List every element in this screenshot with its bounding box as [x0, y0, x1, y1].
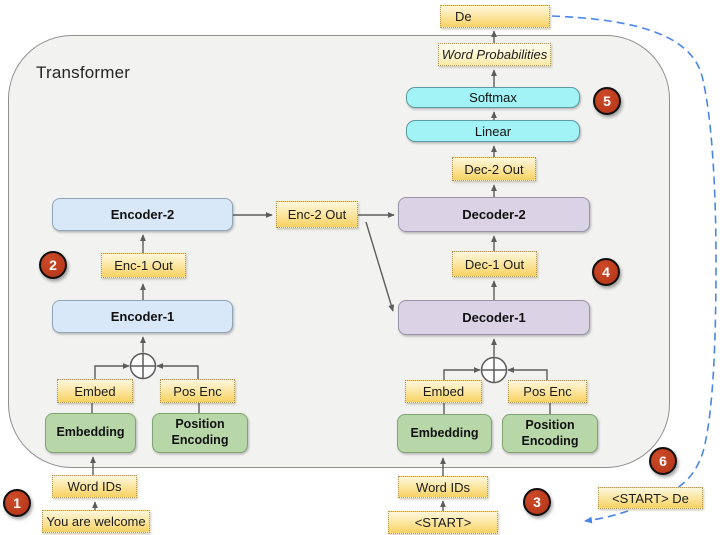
- step-badge-2: 2: [39, 251, 67, 279]
- encoder-flow-arrows: [90, 212, 273, 511]
- embedding-block-decoder: Embedding: [397, 414, 492, 453]
- de-output-tag: De: [440, 5, 550, 28]
- encoder-1-block: Encoder-1: [52, 300, 233, 333]
- start-de-tag: <START> De: [598, 487, 703, 509]
- enc-1-out-tag: Enc-1 Out: [101, 253, 186, 278]
- word-ids-tag-decoder: Word IDs: [398, 476, 488, 498]
- dashed-feedback-arrow-icon: [551, 15, 717, 524]
- pos-enc-tag-encoder: Pos Enc: [160, 379, 235, 403]
- cross-connection-arrows: [358, 212, 395, 312]
- step-badge-3: 3: [523, 488, 551, 516]
- decoder-2-block: Decoder-2: [398, 197, 590, 232]
- embedding-block-encoder: Embedding: [45, 413, 136, 453]
- decoder-flow-arrows: [440, 30, 551, 511]
- step-badge-1: 1: [3, 489, 31, 517]
- step-badge-4: 4: [592, 258, 620, 286]
- start-token-tag: <START>: [388, 511, 498, 534]
- linear-block: Linear: [406, 120, 580, 142]
- word-probabilities-tag: Word Probabilities: [438, 43, 551, 66]
- embed-tag-decoder: Embed: [405, 380, 482, 403]
- circle-plus-add-icon: [129, 352, 508, 384]
- position-encoding-block-decoder: Position Encoding: [502, 414, 598, 453]
- position-encoding-block-encoder: Position Encoding: [152, 413, 248, 453]
- pos-enc-tag-decoder: Pos Enc: [508, 380, 587, 403]
- step-badge-6: 6: [649, 447, 677, 475]
- embed-tag-encoder: Embed: [57, 379, 133, 403]
- step-badge-5: 5: [593, 87, 621, 115]
- encoder-2-block: Encoder-2: [52, 198, 233, 231]
- input-sentence-tag: You are welcome: [42, 510, 150, 533]
- dec-2-out-tag: Dec-2 Out: [452, 157, 536, 181]
- enc-2-out-tag: Enc-2 Out: [276, 201, 358, 228]
- dec-1-out-tag: Dec-1 Out: [452, 251, 537, 277]
- decoder-1-block: Decoder-1: [398, 300, 590, 335]
- word-ids-tag-encoder: Word IDs: [52, 475, 137, 498]
- softmax-block: Softmax: [406, 87, 580, 108]
- diagram-title: Transformer: [36, 63, 131, 82]
